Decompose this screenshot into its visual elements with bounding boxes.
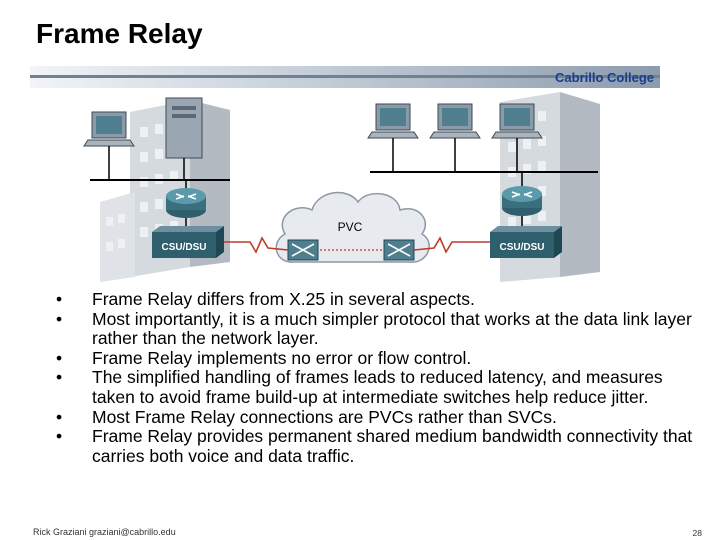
left-csu-dsu-label: CSU/DSU [161,242,206,253]
left-workstation [83,111,135,180]
header-divider [30,75,660,78]
right-workstation-3 [491,103,543,172]
bullet-item: • The simplified handling of frames leads… [56,368,696,407]
bullet-dot: • [56,406,63,427]
page-number: 28 [692,528,702,538]
footer-author: Rick Graziani graziani@cabrillo.edu [33,527,176,537]
bullet-text: Frame Relay provides permanent shared me… [92,426,693,466]
bullet-text: Most importantly, it is a much simpler p… [92,308,692,349]
left-router-icon [166,188,206,232]
bullet-item: • Most importantly, it is a much simpler … [56,308,696,349]
bullet-dot: • [56,289,63,309]
bullet-item: • Frame Relay provides permanent shared m… [56,426,696,466]
left-serial-link [224,236,289,254]
right-csu-dsu: CSU/DSU [490,226,562,258]
left-server [165,97,203,180]
right-csu-dsu-label: CSU/DSU [499,242,544,253]
right-router-icon [502,186,542,232]
bullet-list: • Frame Relay differs from X.25 in severa… [56,289,696,466]
bullet-text: Frame Relay implements no error or flow … [92,347,472,368]
college-logo-text: Cabrillo College [555,70,654,85]
bullet-text: Most Frame Relay connections are PVCs ra… [92,406,557,427]
right-workstation-2 [429,103,481,172]
bullet-item: • Frame Relay differs from X.25 in severa… [56,289,696,310]
bullet-item: • Most Frame Relay connections are PVCs r… [56,406,696,428]
right-serial-link [413,236,490,254]
right-workstation-1 [367,103,419,172]
bullet-dot: • [56,426,63,447]
slide-title: Frame Relay [36,18,203,49]
bullet-dot: • [56,308,63,329]
bullet-text: Frame Relay differs from X.25 in several… [92,289,475,309]
bullet-text: The simplified handling of frames leads … [92,367,663,407]
pvc-label: PVC [338,220,363,234]
frame-relay-switch-right [383,239,415,261]
frame-relay-diagram: CSU/DSU CSU/DSU PVC [83,92,600,282]
bullet-dot: • [56,347,63,368]
frame-relay-switch-left [287,239,319,261]
left-csu-dsu: CSU/DSU [152,226,224,258]
bullet-item: • Frame Relay implements no error or flow… [56,347,696,369]
bullet-dot: • [56,367,63,388]
